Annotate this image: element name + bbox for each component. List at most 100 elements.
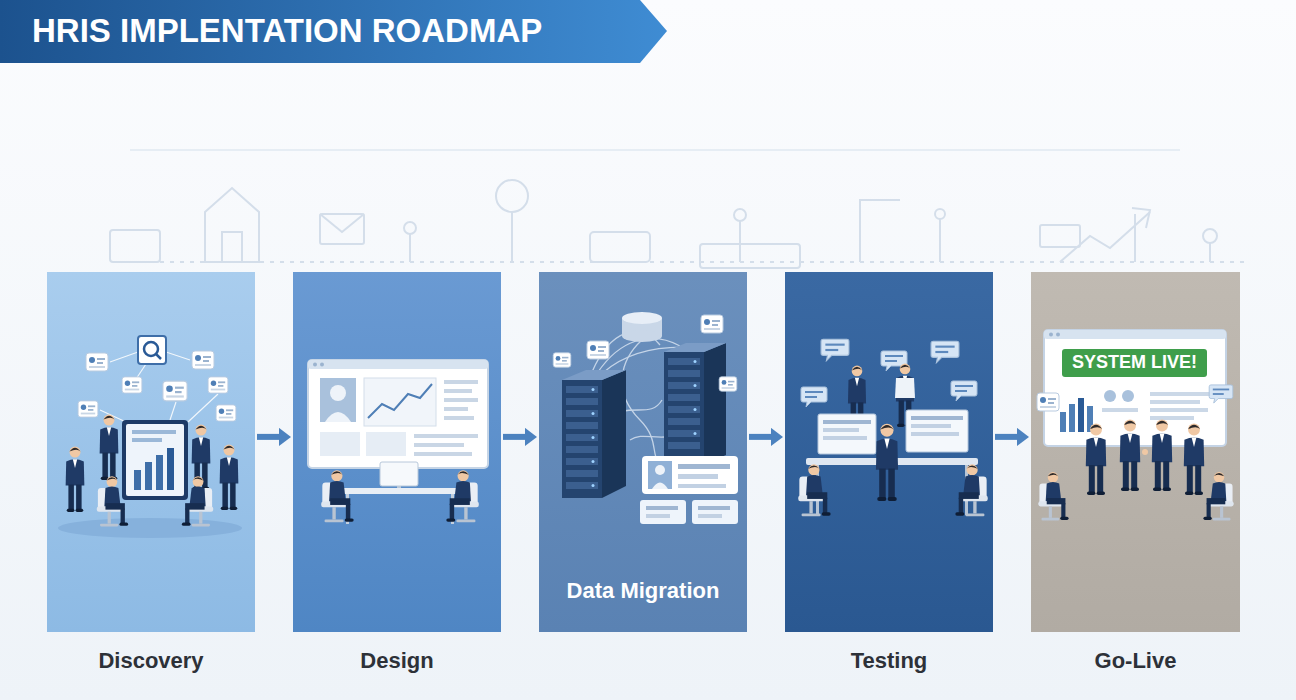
title-text: HRIS IMPLENTATION ROADMAP: [32, 11, 542, 51]
migration-scene: [664, 343, 726, 352]
discovery-scene: [122, 420, 188, 500]
design-scene: [444, 398, 478, 402]
migration-scene: [646, 514, 670, 518]
migration-scene: [566, 470, 598, 477]
migration-scene: [701, 315, 723, 333]
faint-sketch: [590, 232, 650, 262]
migration-scene: [698, 506, 730, 510]
phase-label: Design: [293, 648, 501, 674]
design-scene: [380, 462, 418, 486]
discovery-scene: [122, 377, 142, 393]
faint-sketch: [1134, 214, 1136, 262]
faint-sketch: [860, 200, 900, 262]
migration-scene: [694, 360, 697, 435]
discovery-scene: [156, 455, 163, 490]
migration-scene: [640, 500, 686, 524]
migration-scene: [678, 484, 726, 488]
flow-arrow: [257, 434, 279, 440]
faint-sketch: [700, 244, 800, 268]
migration-scene: [692, 500, 738, 524]
phase-label: Discovery: [47, 648, 255, 674]
testing-scene: [955, 464, 987, 516]
migration-scene: [678, 464, 730, 469]
discovery-scene: [192, 351, 214, 369]
migration-scene: [668, 406, 700, 413]
design-scene: [444, 416, 474, 420]
go-live-scene: [1150, 408, 1208, 412]
migration-scene: [592, 388, 595, 487]
testing-scene: [876, 424, 898, 501]
migration-scene: [678, 474, 718, 479]
design-scene: [313, 363, 317, 367]
migration-scene: [622, 312, 662, 324]
discovery-scene: [132, 430, 176, 434]
discovery-scene: [220, 445, 239, 510]
go-live-scene: [1150, 416, 1194, 420]
migration-scene: [566, 434, 598, 441]
faint-sketch: [1209, 243, 1211, 262]
testing-scene: [823, 436, 867, 440]
faint-sketch: [1203, 229, 1217, 243]
testing-scene: [823, 428, 859, 432]
faint-sketch: [511, 212, 513, 262]
migration-scene: [668, 382, 700, 389]
migration-scene: [553, 312, 738, 524]
design-scene: [308, 360, 488, 468]
migration-scene: [566, 446, 598, 453]
discovery-scene: [78, 401, 98, 417]
migration-scene: [592, 484, 595, 487]
testing-scene: [798, 339, 988, 516]
status-badge: SYSTEM LIVE!: [1062, 349, 1207, 377]
testing-scene: [818, 414, 876, 454]
migration-scene: [622, 330, 662, 342]
design-scene: [446, 470, 478, 522]
testing-scene: [911, 432, 959, 436]
design-scene: [338, 488, 462, 494]
testing-scene: [895, 378, 915, 398]
phase-label: Data Migration: [539, 578, 747, 604]
go-live-scene: [1203, 472, 1233, 520]
migration-scene: [655, 465, 665, 475]
migration-scene: [587, 341, 609, 359]
design-scene: [368, 384, 432, 418]
discovery-scene: [163, 381, 187, 401]
faint-sketch: [222, 232, 242, 262]
migration-scene: [566, 410, 598, 417]
design-scene: [320, 363, 324, 367]
go-live-scene: [1037, 330, 1234, 520]
discovery-scene: [132, 438, 162, 442]
design-scene: [444, 407, 468, 411]
design-scene: [308, 360, 488, 369]
go-live-scene: [1078, 398, 1084, 432]
discovery-scene: [208, 377, 228, 393]
go-live-scene: [1038, 472, 1068, 520]
faint-sketch: [110, 230, 160, 262]
faint-sketch: [734, 209, 746, 221]
discovery-scene: [58, 336, 242, 538]
design-scene: [321, 470, 353, 522]
migration-scene: [668, 358, 700, 365]
phase-label: Go-Live: [1031, 648, 1240, 674]
migration-scene: [602, 370, 626, 498]
discovery-scene: [145, 462, 152, 490]
faint-sketch: [409, 234, 411, 262]
go-live-scene: [1086, 424, 1106, 495]
design-scene: [414, 434, 478, 438]
go-live-scene: [1150, 400, 1200, 404]
go-live-scene: [1120, 420, 1140, 491]
design-scene: [444, 389, 472, 393]
migration-scene: [566, 422, 598, 429]
design-scene: [446, 470, 478, 522]
go-live-scene: [1184, 424, 1204, 495]
migration-scene: [668, 370, 700, 377]
migration-scene: [566, 398, 598, 405]
faint-sketch: [205, 188, 259, 262]
design-scene: [366, 432, 406, 456]
migration-scene: [668, 394, 700, 401]
discovery-scene: [166, 352, 190, 360]
migration-scene: [562, 380, 602, 498]
migration-scene: [622, 340, 660, 462]
discovery-scene: [182, 476, 213, 526]
faint-sketch: [1040, 225, 1080, 247]
